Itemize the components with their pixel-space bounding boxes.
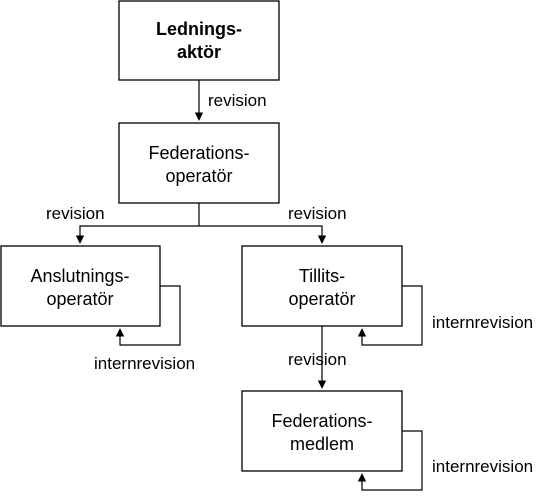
edge-labels: revision revision revision internrevisio… [46,91,533,476]
node-anslutningsoperator: Anslutnings- operatör [0,245,161,327]
node-tillitsoperator-box [241,245,403,327]
node-federationsmedlem-line2: medlem [290,434,354,454]
node-federationsoperator-line2: operatör [165,166,232,186]
label-ledning-to-federation: revision [208,91,267,110]
label-medlem-self: internrevision [432,457,533,476]
node-federationsoperator-line1: Federations- [148,143,249,163]
node-anslutningsoperator-line1: Anslutnings- [30,266,129,286]
node-tillitsoperator-line2: operatör [288,289,355,309]
node-ledningsaktor-line1: Lednings- [156,19,242,39]
edge-anslutning-self-loop [115,285,181,346]
node-federationsmedlem: Federations- medlem [241,390,403,472]
node-ledningsaktor-box [118,0,280,81]
label-anslutning-self: internrevision [94,354,195,373]
node-anslutningsoperator-line2: operatör [46,289,113,309]
node-ledningsaktor: Lednings- aktör [118,0,280,81]
node-tillitsoperator: Tillits- operatör [241,245,403,327]
node-tillitsoperator-line1: Tillits- [299,266,345,286]
edge-tillit-self-loop [357,285,423,346]
edge-federation-to-tillit [199,225,327,244]
label-tillit-to-medlem: revision [288,350,347,369]
node-ledningsaktor-line2: aktör [177,42,221,62]
node-federationsmedlem-line1: Federations- [271,411,372,431]
node-federationsoperator: Federations- operatör [118,122,280,204]
edge-medlem-self-loop [357,430,423,491]
label-federation-to-anslutning: revision [46,204,105,223]
node-federationsoperator-box [118,122,280,204]
label-federation-to-tillit: revision [288,204,347,223]
edges [75,80,423,491]
edge-federation-to-anslutning [75,225,199,244]
node-federationsmedlem-box [241,390,403,472]
node-anslutningsoperator-box [0,245,161,327]
label-tillit-self: internrevision [432,313,533,332]
